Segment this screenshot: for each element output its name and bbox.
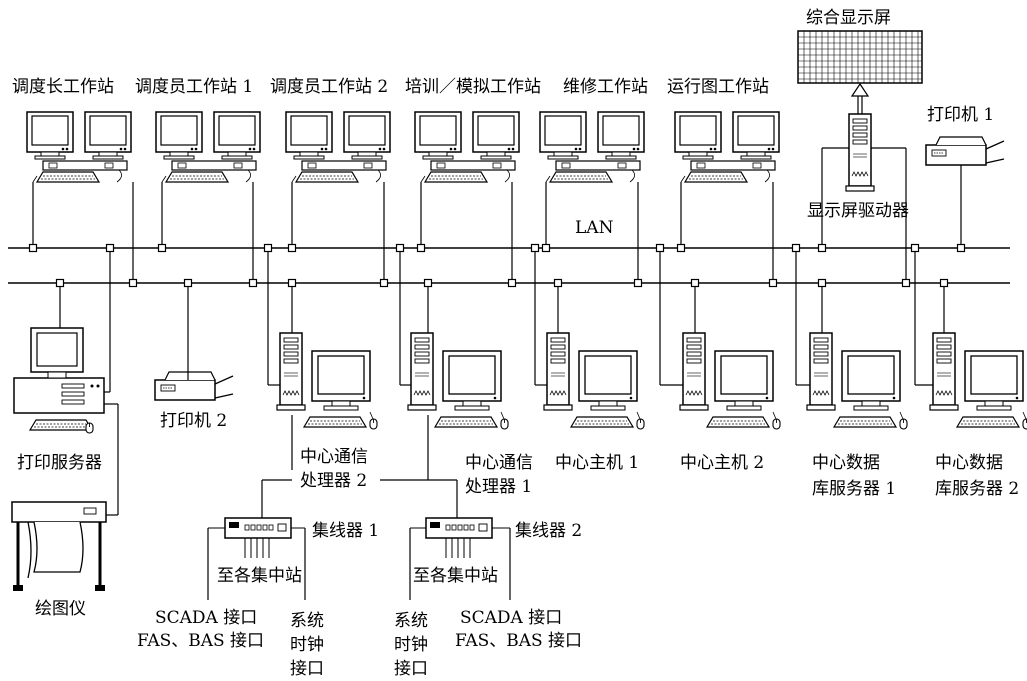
bus-junction	[690, 278, 700, 288]
bus-junction	[183, 278, 193, 288]
bus-junction	[553, 278, 563, 288]
workstation-dispatcher-1[interactable]	[156, 112, 260, 182]
bus-junction	[530, 243, 540, 253]
display-driver-tower	[845, 113, 875, 192]
server-label-db-1-line1: 中心数据	[812, 453, 880, 473]
workstation-dispatcher-2[interactable]	[286, 112, 390, 182]
workstation-label-training: 培训／模拟工作站	[405, 77, 541, 97]
bus-junctions	[28, 243, 966, 288]
hub-2-scada-label: SCADA 接口	[460, 608, 563, 628]
bus-junction	[248, 278, 258, 288]
hub-1[interactable]	[224, 517, 292, 539]
bus-junction	[263, 243, 273, 253]
server-label-comm-1-line2: 处理器 1	[465, 477, 533, 497]
bus-junction	[157, 243, 167, 253]
bus-junction	[507, 278, 517, 288]
server-comm-processor-2[interactable]	[277, 333, 377, 429]
server-label-comm-1-line1: 中心通信	[465, 453, 533, 473]
server-label-comm-2-line1: 中心通信	[300, 447, 368, 467]
workstation-label-dispatcher-2: 调度员工作站 2	[270, 77, 389, 97]
server-central-host-1[interactable]	[544, 333, 644, 429]
bus-junction	[676, 243, 686, 253]
bus-junction	[791, 243, 801, 253]
workstation-links	[32, 182, 774, 283]
server-database-1[interactable]	[807, 333, 907, 429]
bus-junction	[817, 278, 827, 288]
plotter[interactable]	[11, 501, 107, 591]
server-label-db-2-line2: 库服务器 2	[935, 479, 1020, 499]
server-label-host-2: 中心主机 2	[680, 453, 765, 473]
bus-junction	[379, 278, 389, 288]
workstation-timetable[interactable]	[675, 112, 779, 182]
server-label-db-2-line1: 中心数据	[935, 453, 1003, 473]
workstation-label-dispatcher-1: 调度员工作站 1	[135, 77, 254, 97]
printer-1-label: 打印机 1	[927, 105, 995, 125]
server-links	[267, 248, 945, 386]
print-server-label: 打印服务器	[17, 453, 102, 473]
hub-2-stations-label: 至各集中站	[413, 566, 498, 586]
server-database-2[interactable]	[930, 333, 1027, 429]
bus-junction	[287, 278, 297, 288]
bus-junction	[28, 243, 38, 253]
workstation-label-maintenance: 维修工作站	[563, 77, 648, 97]
hub-1-label: 集线器 1	[312, 521, 380, 541]
bus-junction	[541, 243, 551, 253]
hub-port-lines	[208, 527, 510, 558]
bus-junction	[128, 278, 138, 288]
printer-2[interactable]	[154, 371, 234, 401]
bus-junction	[655, 243, 665, 253]
hub-2-clock-3: 接口	[394, 659, 428, 679]
bus-junction	[956, 243, 966, 253]
bus-junction	[939, 278, 949, 288]
workstation-label-dispatch-chief: 调度长工作站	[12, 77, 114, 97]
bus-junction	[817, 243, 827, 253]
workstation-training[interactable]	[415, 112, 519, 182]
server-label-db-1-line2: 库服务器 1	[812, 479, 897, 499]
hub-links	[207, 415, 511, 600]
server-comm-processor-1[interactable]	[408, 333, 508, 429]
bus-junction	[633, 278, 643, 288]
hub-2-label: 集线器 2	[515, 521, 583, 541]
workstation-dispatch-chief[interactable]	[27, 112, 131, 182]
hub-2-clock-2: 时钟	[394, 635, 428, 655]
hub-1-stations-label: 至各集中站	[217, 566, 302, 586]
printer-2-label: 打印机 2	[160, 411, 228, 431]
hub-1-clock-2: 时钟	[290, 635, 324, 655]
display-arrow	[850, 82, 870, 114]
hub-1-clock-1: 系统	[290, 611, 324, 631]
bus-junction	[901, 278, 911, 288]
server-label-host-1: 中心主机 1	[555, 453, 640, 473]
server-central-host-2[interactable]	[680, 333, 780, 429]
display-driver-label: 显示屏驱动器	[807, 201, 909, 221]
print-server[interactable]	[13, 327, 105, 434]
workstation-maintenance[interactable]	[540, 112, 644, 182]
bus-junction	[416, 243, 426, 253]
hub-1-clock-3: 接口	[290, 659, 324, 679]
hub-2[interactable]	[425, 517, 493, 539]
bus-junction	[910, 243, 920, 253]
bus-junction	[105, 243, 115, 253]
print-server-links	[59, 248, 119, 516]
display-screen-label: 综合显示屏	[806, 8, 891, 28]
bus-junction	[55, 278, 65, 288]
printer-1[interactable]	[925, 136, 1005, 166]
integrated-display-screen	[797, 30, 923, 84]
lan-label: LAN	[575, 218, 614, 238]
bus-junction	[395, 243, 405, 253]
bus-junction	[768, 278, 778, 288]
plotter-label: 绘图仪	[35, 599, 86, 619]
server-label-comm-2-line2: 处理器 2	[300, 471, 368, 491]
workstation-label-timetable: 运行图工作站	[667, 77, 769, 97]
bus-junction	[287, 243, 297, 253]
display-driver-links	[821, 147, 907, 283]
hub-1-fas-label: FAS、BAS 接口	[137, 631, 265, 651]
hub-1-scada-label: SCADA 接口	[155, 608, 258, 628]
hub-2-fas-label: FAS、BAS 接口	[455, 631, 583, 651]
bus-junction	[423, 278, 433, 288]
hub-2-clock-1: 系统	[394, 611, 428, 631]
